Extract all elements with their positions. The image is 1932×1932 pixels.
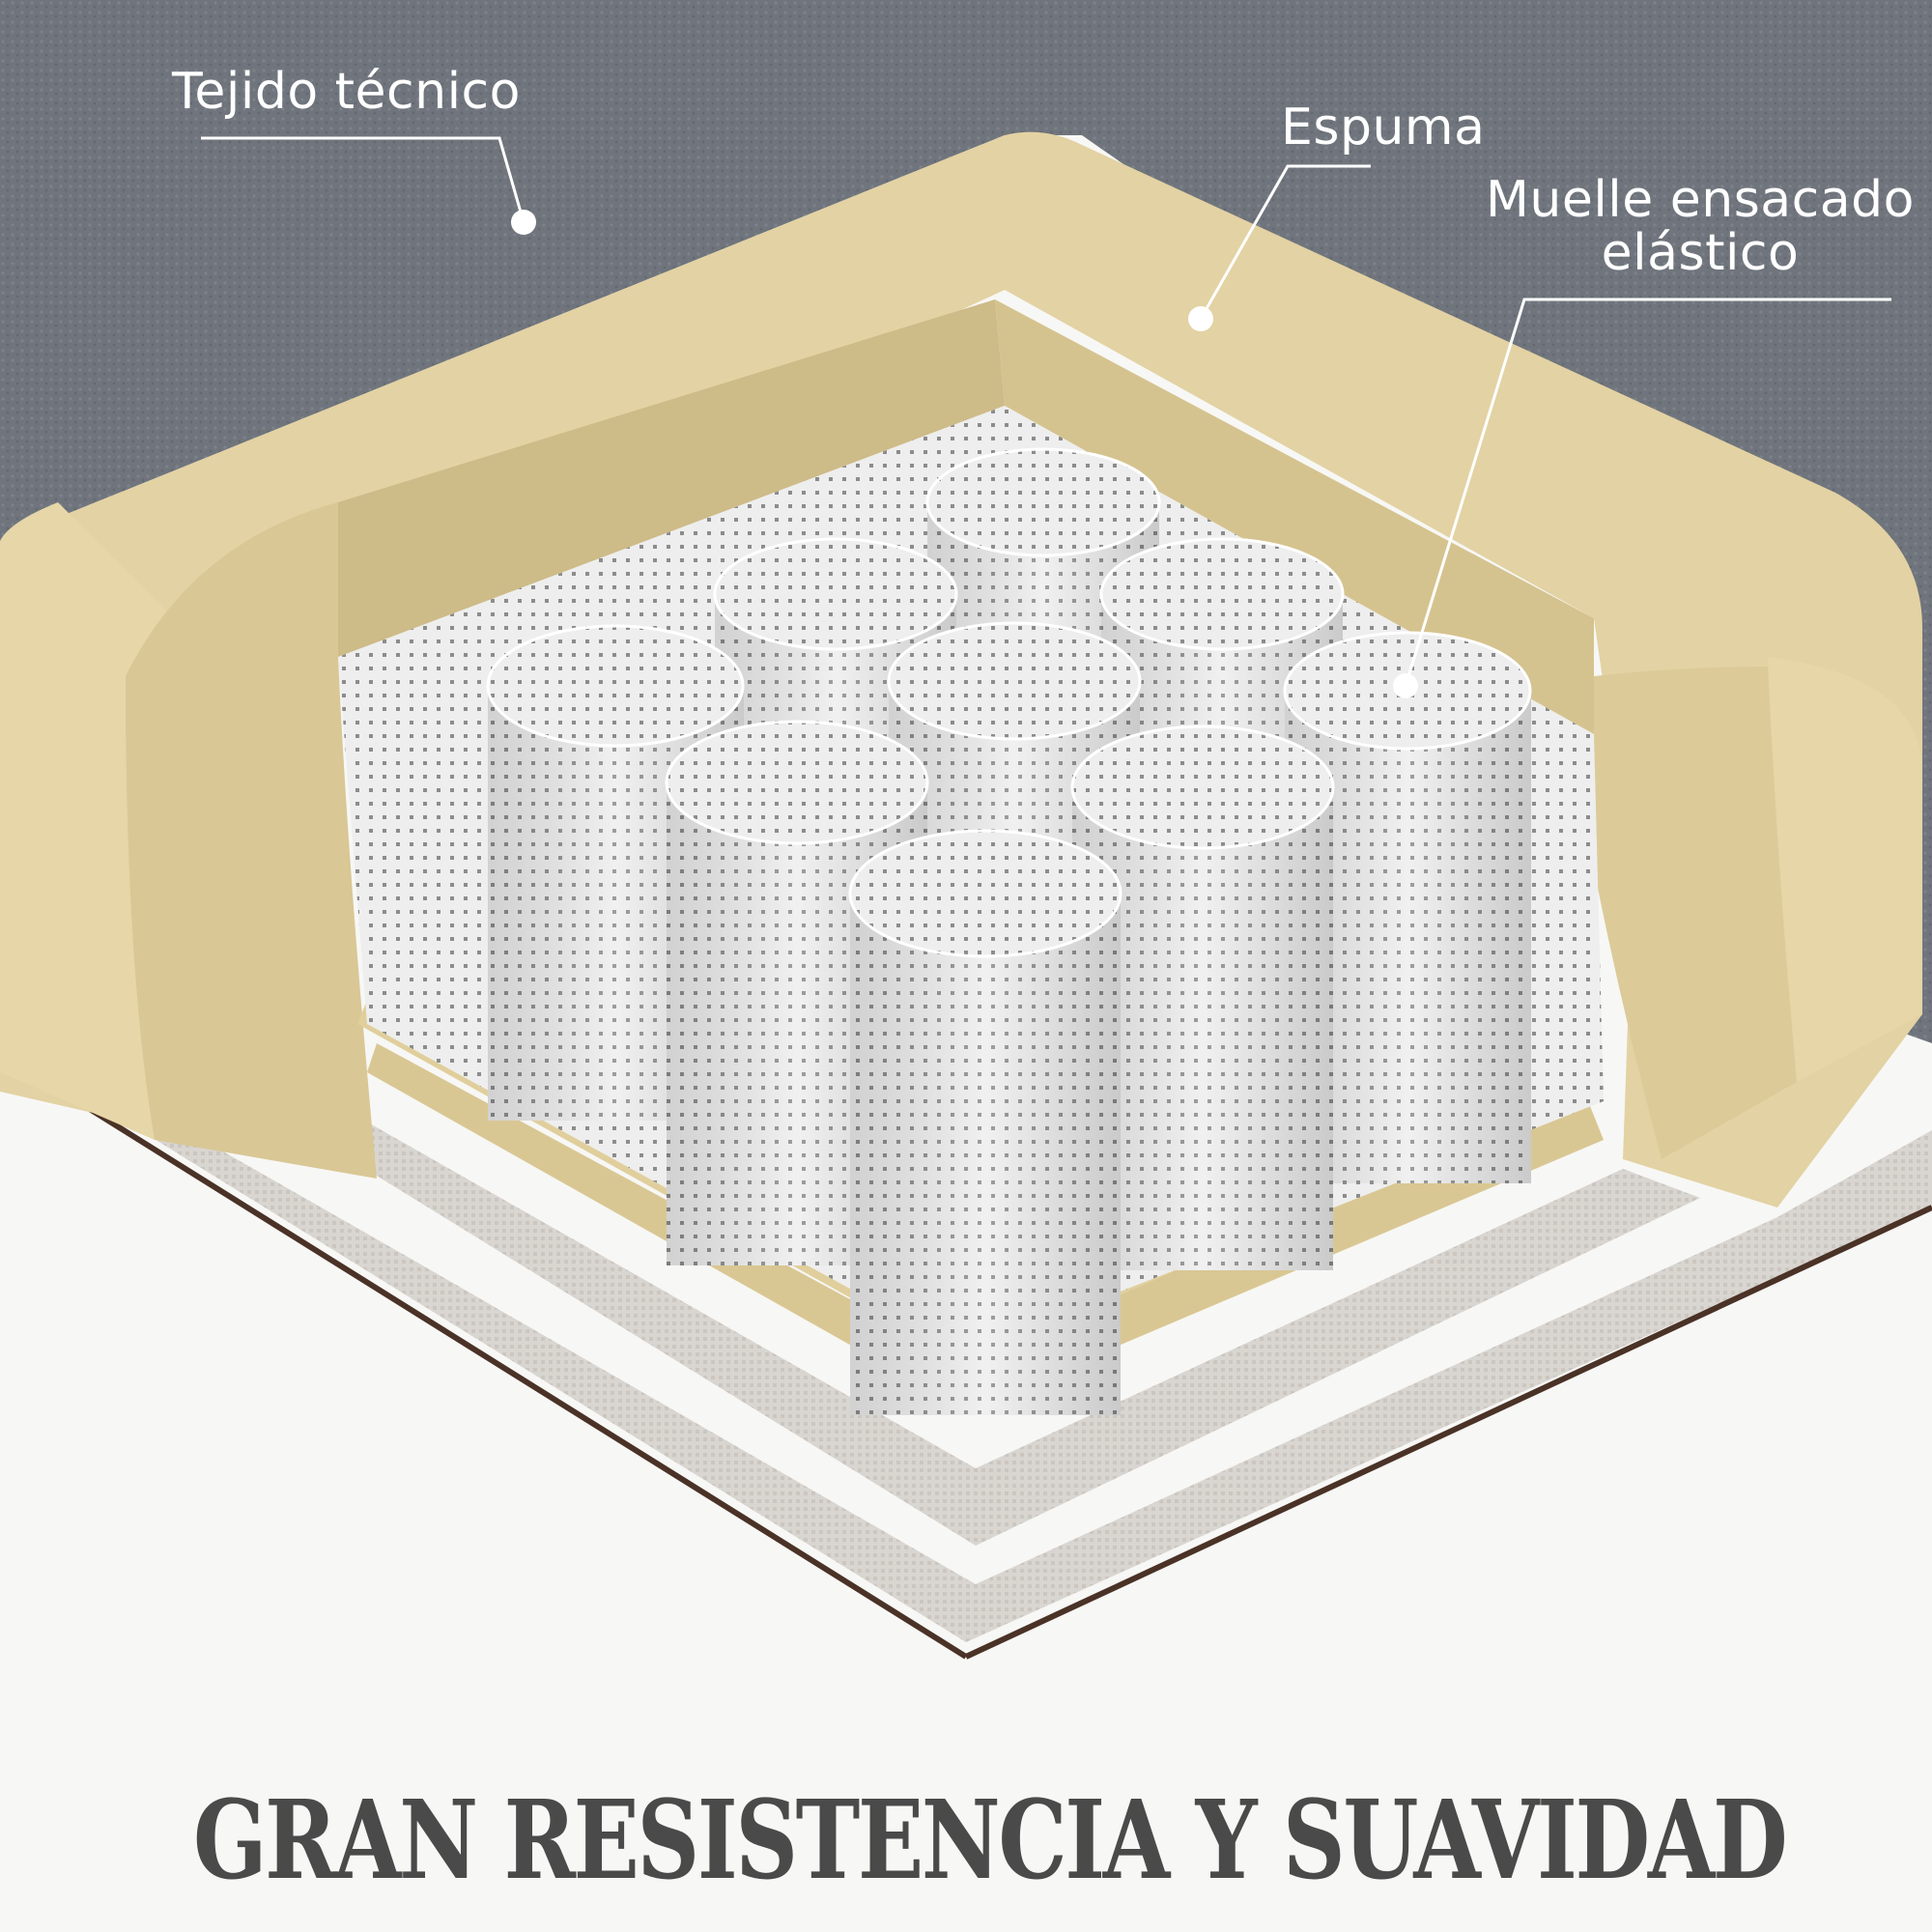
base-edge-line-right <box>964 1205 1932 1660</box>
base-fabric-surface <box>319 1111 1700 1546</box>
callout-label-springs-line2: elástico <box>1601 223 1800 282</box>
callout-dot-foam <box>1188 306 1213 331</box>
callout-fabric <box>201 136 536 235</box>
foam-left-face <box>0 502 174 1140</box>
callout-foam <box>1188 164 1371 331</box>
pocket-springs <box>486 447 1532 1415</box>
base-fabric-band <box>0 1024 1932 1642</box>
foam-frame <box>0 131 1922 1208</box>
foam-inner-wall-left <box>126 502 377 1179</box>
callout-label-springs-line1: Muelle ensacado <box>1486 171 1915 229</box>
callout-label-fabric: Tejido técnico <box>172 63 521 121</box>
fabric-top-surface <box>0 0 1932 1043</box>
headline: GRAN RESISTENCIA Y SUAVIDAD <box>193 1777 1788 1904</box>
callout-springs <box>1404 298 1891 687</box>
foam-inner-wall-back <box>338 299 1005 657</box>
callout-dot-fabric <box>511 210 536 235</box>
foam-right-face <box>1768 657 1922 1082</box>
pocket-spring <box>848 829 1122 1415</box>
callout-label-springs: Muelle ensacado elástico <box>1473 174 1927 279</box>
callout-label-foam: Espuma <box>1281 99 1486 156</box>
foam-right-inner <box>1594 667 1797 1159</box>
base-edge-line-left <box>0 1050 968 1660</box>
foam-bottom-layer <box>367 1043 1604 1410</box>
foam-inner-wall-right <box>995 299 1594 734</box>
